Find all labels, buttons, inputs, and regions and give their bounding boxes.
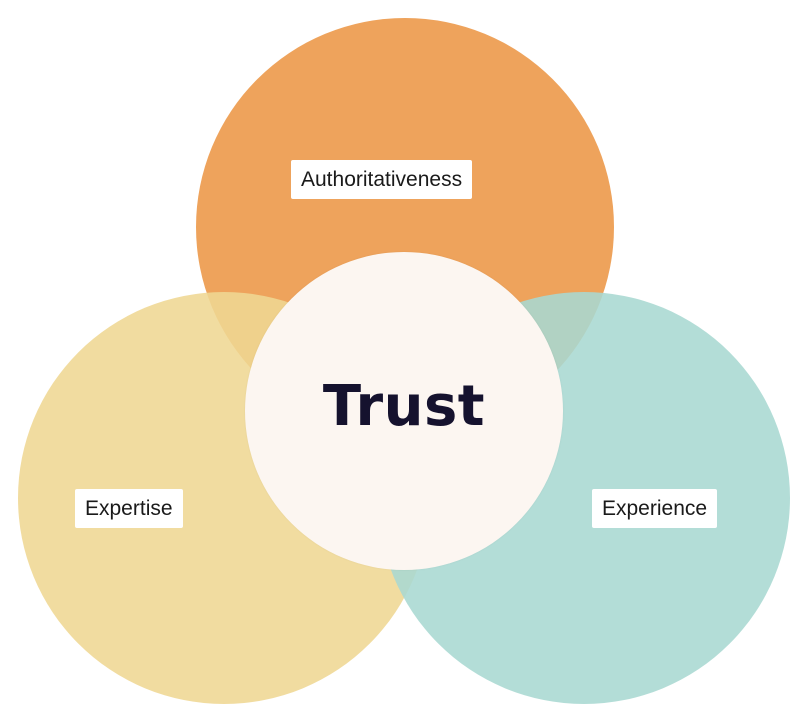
trust-label: Trust bbox=[322, 373, 486, 439]
trust-circle bbox=[245, 252, 563, 570]
authoritativeness-label: Authoritativeness bbox=[291, 160, 473, 199]
experience-label: Experience bbox=[592, 489, 718, 528]
expertise-label: Expertise bbox=[75, 489, 183, 528]
